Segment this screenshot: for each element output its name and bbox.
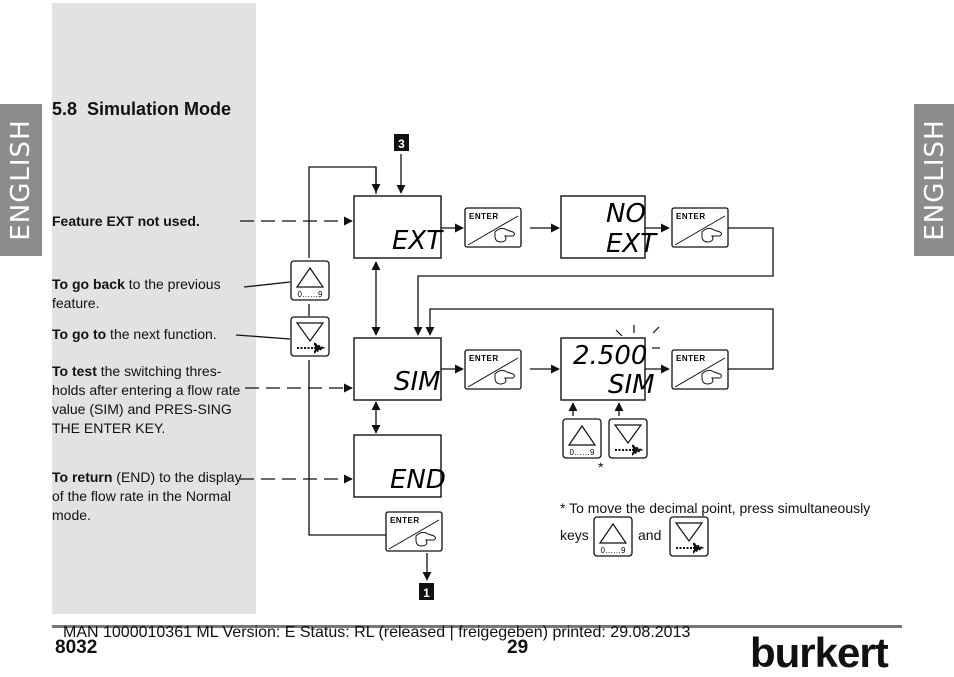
asterisk-mark: * xyxy=(598,459,604,475)
hand-press-icon xyxy=(415,531,436,547)
display-ext-text: EXT xyxy=(392,226,444,256)
note-text: * To move the decimal point, press simul… xyxy=(560,500,871,516)
display-end-text: END xyxy=(390,465,446,495)
enter-key-1: ENTER xyxy=(464,207,522,248)
hand-press-icon xyxy=(494,369,515,385)
note-keys-label: keys xyxy=(560,527,589,543)
section-number: 5.8 xyxy=(52,99,78,119)
display-no-text: NO xyxy=(606,199,646,229)
hand-press-icon xyxy=(701,227,722,243)
left-arrow-icon xyxy=(676,542,705,554)
display-ext xyxy=(353,195,442,259)
hand-press-icon xyxy=(701,369,722,385)
display-value-text: 2.500 xyxy=(573,341,647,371)
enter-key-4: ENTER xyxy=(671,349,729,390)
brand-logo: burkert xyxy=(750,632,889,674)
enter-key-label: ENTER xyxy=(469,212,499,221)
display-sim-text: SIM xyxy=(394,367,441,397)
page-number: 29 xyxy=(507,637,529,658)
footer-meta: MAN 1000010361 ML Version: E Status: RL … xyxy=(63,624,691,641)
up-triangle-icon xyxy=(598,522,628,544)
down-triangle-icon xyxy=(674,522,704,543)
display-no-ext xyxy=(560,195,646,259)
up-key-label: 0……9 xyxy=(601,546,626,555)
hand-press-icon xyxy=(494,227,515,243)
enter-key-label: ENTER xyxy=(676,212,706,221)
up-key-back: 0……9 xyxy=(290,260,330,301)
display-sim xyxy=(353,337,442,401)
enter-keys: ENTER ENTER ENTER ENTER ENTER xyxy=(385,207,729,552)
down-key-value xyxy=(608,418,648,459)
arrow-keys: 0……9 0……9 0……9 xyxy=(290,260,709,557)
section-title: Simulation Mode xyxy=(87,99,232,119)
up-triangle-icon xyxy=(567,424,597,446)
brand-name: burkert xyxy=(750,629,889,676)
down-triangle-icon xyxy=(613,424,643,445)
desc-return: To return (END) to the display of the fl… xyxy=(52,469,242,523)
language-tab-right: ENGLISH xyxy=(914,104,954,256)
badge-top xyxy=(394,134,409,151)
desc-go-to: To go to the next function. xyxy=(52,326,217,342)
enter-key-2: ENTER xyxy=(671,207,729,248)
desc-feature-ext: Feature EXT not used. xyxy=(52,213,200,229)
enter-key-3: ENTER xyxy=(464,349,522,390)
up-triangle-icon xyxy=(295,266,325,288)
left-gray-panel xyxy=(52,3,256,614)
display-value xyxy=(560,337,646,401)
footer-rule xyxy=(52,625,902,628)
display-value-sim-text: SIM xyxy=(608,370,655,400)
up-key-label: 0……9 xyxy=(570,448,595,457)
badge-bottom xyxy=(419,583,434,600)
enter-key-label: ENTER xyxy=(390,516,420,525)
left-arrow-icon xyxy=(615,444,644,456)
enter-key-label: ENTER xyxy=(676,354,706,363)
doc-number: 8032 xyxy=(55,637,98,658)
up-key-label: 0……9 xyxy=(298,290,323,299)
down-key-next xyxy=(290,316,330,357)
left-arrow-icon xyxy=(297,342,326,354)
section-heading: 5.8 Simulation Mode xyxy=(52,99,231,120)
up-key-note: 0……9 xyxy=(593,516,633,557)
enter-key-label: ENTER xyxy=(469,354,499,363)
down-triangle-icon xyxy=(295,322,325,343)
badge-top-label: 3 xyxy=(398,137,405,151)
up-key-value: 0……9 xyxy=(562,418,602,459)
note-and-label: and xyxy=(638,527,662,543)
language-tab-left: ENGLISH xyxy=(0,104,42,256)
display-end xyxy=(353,434,442,498)
desc-go-back: To go back to the previous feature. xyxy=(52,276,221,311)
enter-key-5: ENTER xyxy=(385,511,443,552)
desc-test: To test the switching thres-holds after … xyxy=(52,363,241,436)
badge-bottom-label: 1 xyxy=(423,586,430,600)
display-no-ext-text: EXT xyxy=(606,229,658,259)
down-key-note xyxy=(669,516,709,557)
